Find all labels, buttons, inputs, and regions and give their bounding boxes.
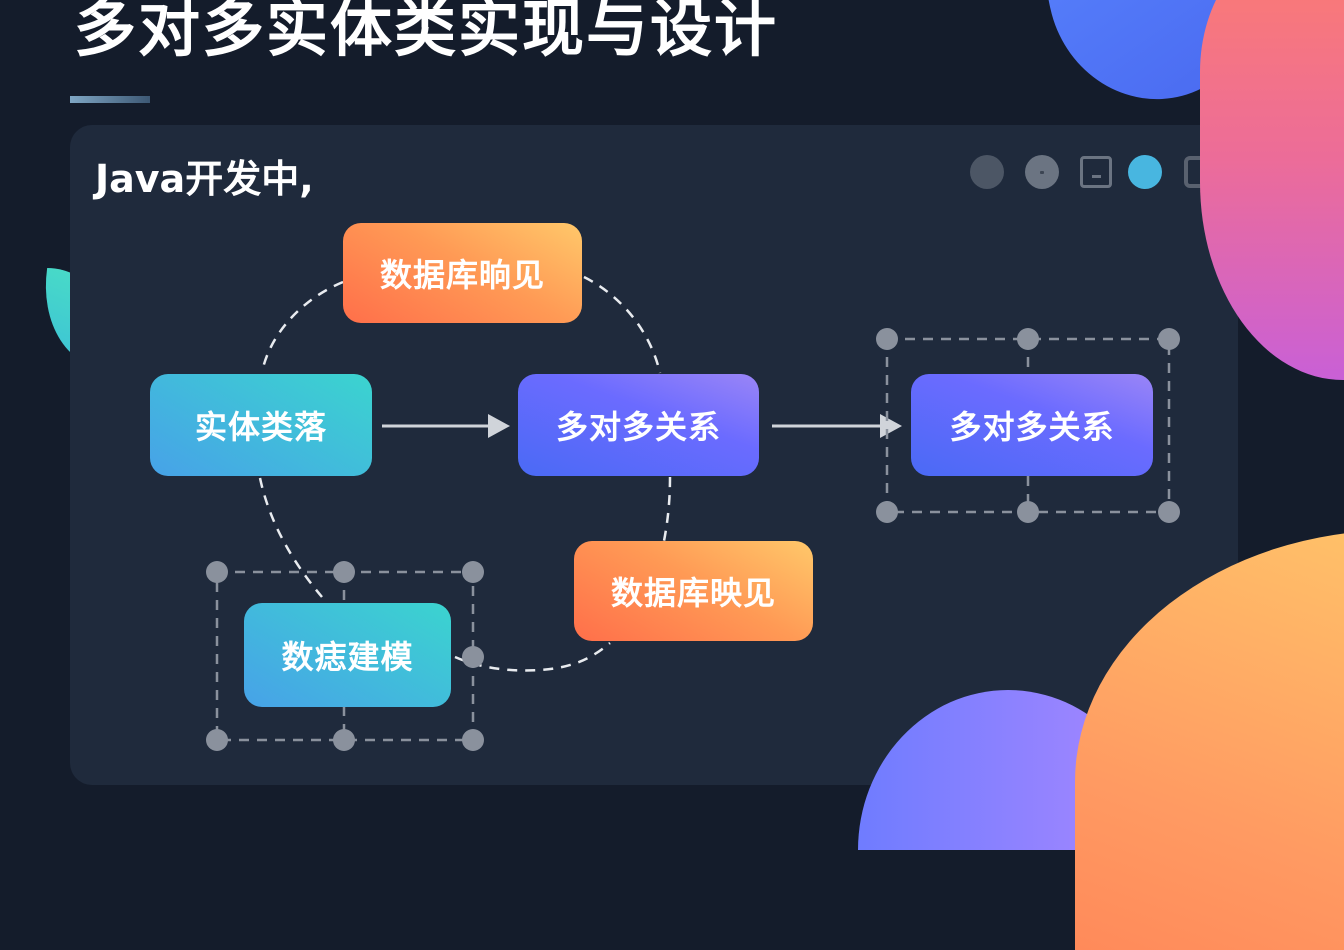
node-entity-class[interactable]: 实体类落 <box>150 374 372 476</box>
resize-handle[interactable] <box>462 561 484 583</box>
page-title: 多对多实体类实现与设计 <box>74 0 779 65</box>
resize-handle[interactable] <box>206 561 228 583</box>
dashed-arc-entity-to-modeling <box>258 477 323 598</box>
resize-handle[interactable] <box>1158 501 1180 523</box>
minimize-square-icon[interactable] <box>1080 156 1112 188</box>
arrowhead-icon <box>880 414 902 438</box>
resize-handle[interactable] <box>462 646 484 668</box>
node-many-to-many-selected[interactable]: 多对多关系 <box>911 374 1153 476</box>
dashed-line-center-to-mapping <box>662 476 672 542</box>
resize-handle[interactable] <box>206 729 228 751</box>
node-label: 数痣建模 <box>281 638 414 676</box>
node-db-view-top[interactable]: 数据库晌见 <box>343 223 582 323</box>
node-label: 数据库晌见 <box>379 256 545 294</box>
node-db-mapping-bottom[interactable]: 数据库映见 <box>574 541 813 641</box>
card-heading: Java开发中, <box>95 157 314 201</box>
resize-handle[interactable] <box>333 729 355 751</box>
resize-handle[interactable] <box>876 328 898 350</box>
dashed-arc-dbview-to-center <box>583 275 662 374</box>
title-underline-accent <box>70 96 150 103</box>
node-label: 数据库映见 <box>610 574 776 612</box>
gray-circle-control-icon[interactable] <box>970 155 1004 189</box>
gray-dot-circle-control-icon[interactable] <box>1025 155 1059 189</box>
node-label: 多对多关系 <box>949 408 1115 446</box>
node-data-modeling[interactable]: 数痣建模 <box>244 603 451 707</box>
resize-handle[interactable] <box>1158 328 1180 350</box>
arrowhead-icon <box>488 414 510 438</box>
resize-handle[interactable] <box>876 501 898 523</box>
node-many-to-many-center[interactable]: 多对多关系 <box>518 374 759 476</box>
node-label: 实体类落 <box>194 408 327 446</box>
blue-circle-control-icon[interactable] <box>1128 155 1162 189</box>
resize-handle[interactable] <box>462 729 484 751</box>
resize-handle[interactable] <box>1017 328 1039 350</box>
resize-handle[interactable] <box>1017 501 1039 523</box>
node-label: 多对多关系 <box>555 408 721 446</box>
dashed-arc-entity-to-dbview <box>260 280 344 373</box>
resize-handle[interactable] <box>333 561 355 583</box>
